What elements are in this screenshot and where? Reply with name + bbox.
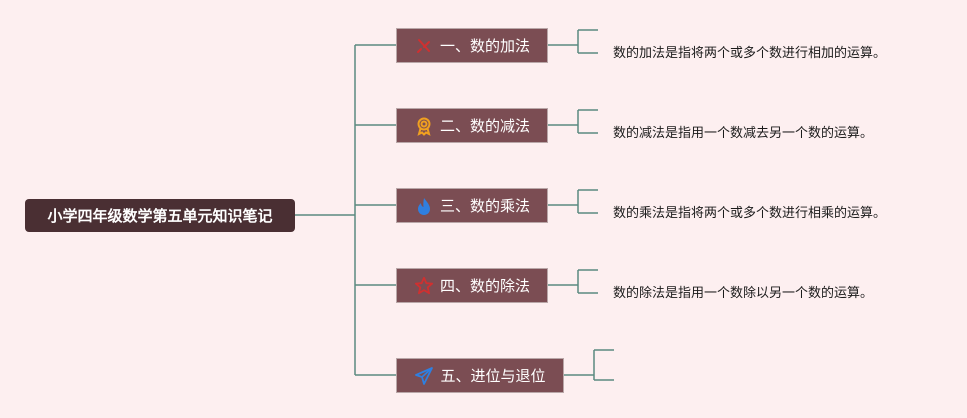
branch-node-1[interactable]: 一、数的加法 — [396, 28, 548, 63]
leaf-text-1: 数的加法是指将两个或多个数进行相加的运算。 — [613, 46, 887, 61]
swords-icon — [414, 36, 434, 56]
flame-icon — [414, 196, 434, 216]
paper-plane-icon — [414, 366, 434, 386]
branch-label-1: 一、数的加法 — [439, 37, 530, 55]
branch-node-2[interactable]: 二、数的减法 — [396, 108, 548, 143]
branch-node-3[interactable]: 三、数的乘法 — [396, 188, 548, 223]
root-node[interactable]: 小学四年级数学第五单元知识笔记 — [25, 199, 295, 232]
leaf-bracket-1 — [548, 29, 598, 54]
branch-label-2: 二、数的减法 — [439, 117, 530, 135]
star-outline-icon — [414, 276, 434, 296]
leaf-bracket-3 — [548, 189, 598, 214]
leaf-text-2: 数的减法是指用一个数减去另一个数的运算。 — [613, 126, 874, 141]
root-label: 小学四年级数学第五单元知识笔记 — [47, 207, 273, 225]
leaf-bracket-2 — [548, 109, 598, 134]
branch-node-4[interactable]: 四、数的除法 — [396, 268, 548, 303]
branch-label-5: 五、进位与退位 — [440, 367, 546, 385]
leaf-bracket-5 — [564, 349, 614, 381]
branch-label-3: 三、数的乘法 — [439, 197, 530, 215]
leaf-bracket-4 — [548, 269, 598, 294]
leaf-text-3: 数的乘法是指将两个或多个数进行相乘的运算。 — [613, 206, 887, 221]
branch-label-4: 四、数的除法 — [439, 277, 530, 295]
branch-node-5[interactable]: 五、进位与退位 — [396, 358, 564, 393]
award-ribbon-icon — [414, 116, 434, 136]
leaf-text-4: 数的除法是指用一个数除以另一个数的运算。 — [613, 286, 874, 301]
